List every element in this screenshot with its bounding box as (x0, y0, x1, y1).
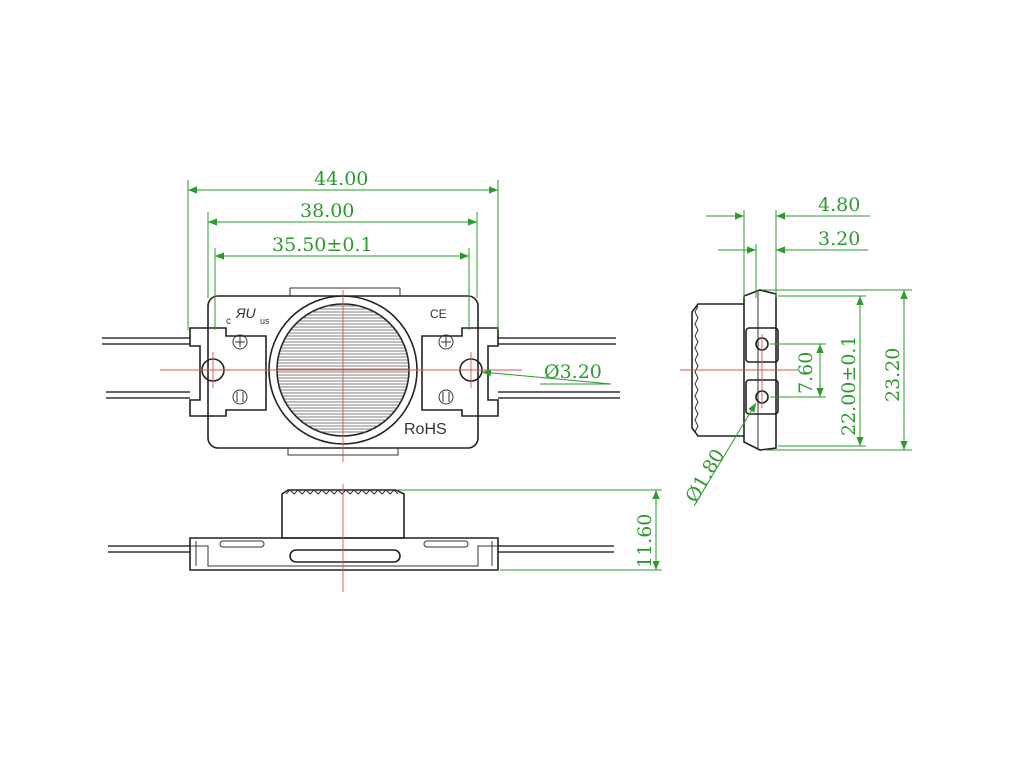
dim-width-body: 35.50±0.1 (272, 234, 373, 256)
ul-mark-c: c (226, 316, 231, 327)
ul-mark-logo: ЯU (235, 305, 257, 321)
dim-side-depth-a: 4.80 (818, 194, 860, 216)
module-base-side (189, 537, 499, 571)
front-view (108, 484, 614, 592)
wire-leads-right (498, 337, 620, 399)
dim-hole-dia-front: Ø3.20 (544, 361, 602, 383)
ce-mark: CE (430, 307, 447, 321)
dim-side-hole-dia: Ø1.80 (681, 445, 729, 506)
dimensions-top-view: 44.00 38.00 35.50±0.1 Ø3.20 (187, 168, 612, 385)
dim-height-side: 11.60 (634, 514, 656, 568)
ul-mark-us: us (260, 316, 270, 326)
top-view: c ЯU us CE RoHS (102, 287, 620, 462)
side-view (680, 289, 798, 451)
housing-end (743, 289, 777, 451)
mounting-ear-right (421, 327, 499, 417)
dimensions-side-view: 4.80 3.20 7.60 22.00±0.1 23.20 Ø1.80 (681, 194, 912, 507)
dim-width-overall: 44.00 (314, 168, 368, 190)
dim-width-holes: 38.00 (300, 200, 354, 222)
rohs-mark: RoHS (404, 421, 447, 438)
dim-side-height-inner: 22.00±0.1 (838, 335, 860, 436)
dimensions-front-view: 11.60 (396, 489, 662, 571)
dim-side-height-outer: 23.20 (882, 348, 904, 402)
dim-side-depth-b: 3.20 (818, 228, 860, 250)
mounting-ear-left (189, 327, 267, 417)
dim-side-hole-pitch: 7.60 (795, 352, 817, 394)
wire-leads-left (102, 337, 190, 399)
